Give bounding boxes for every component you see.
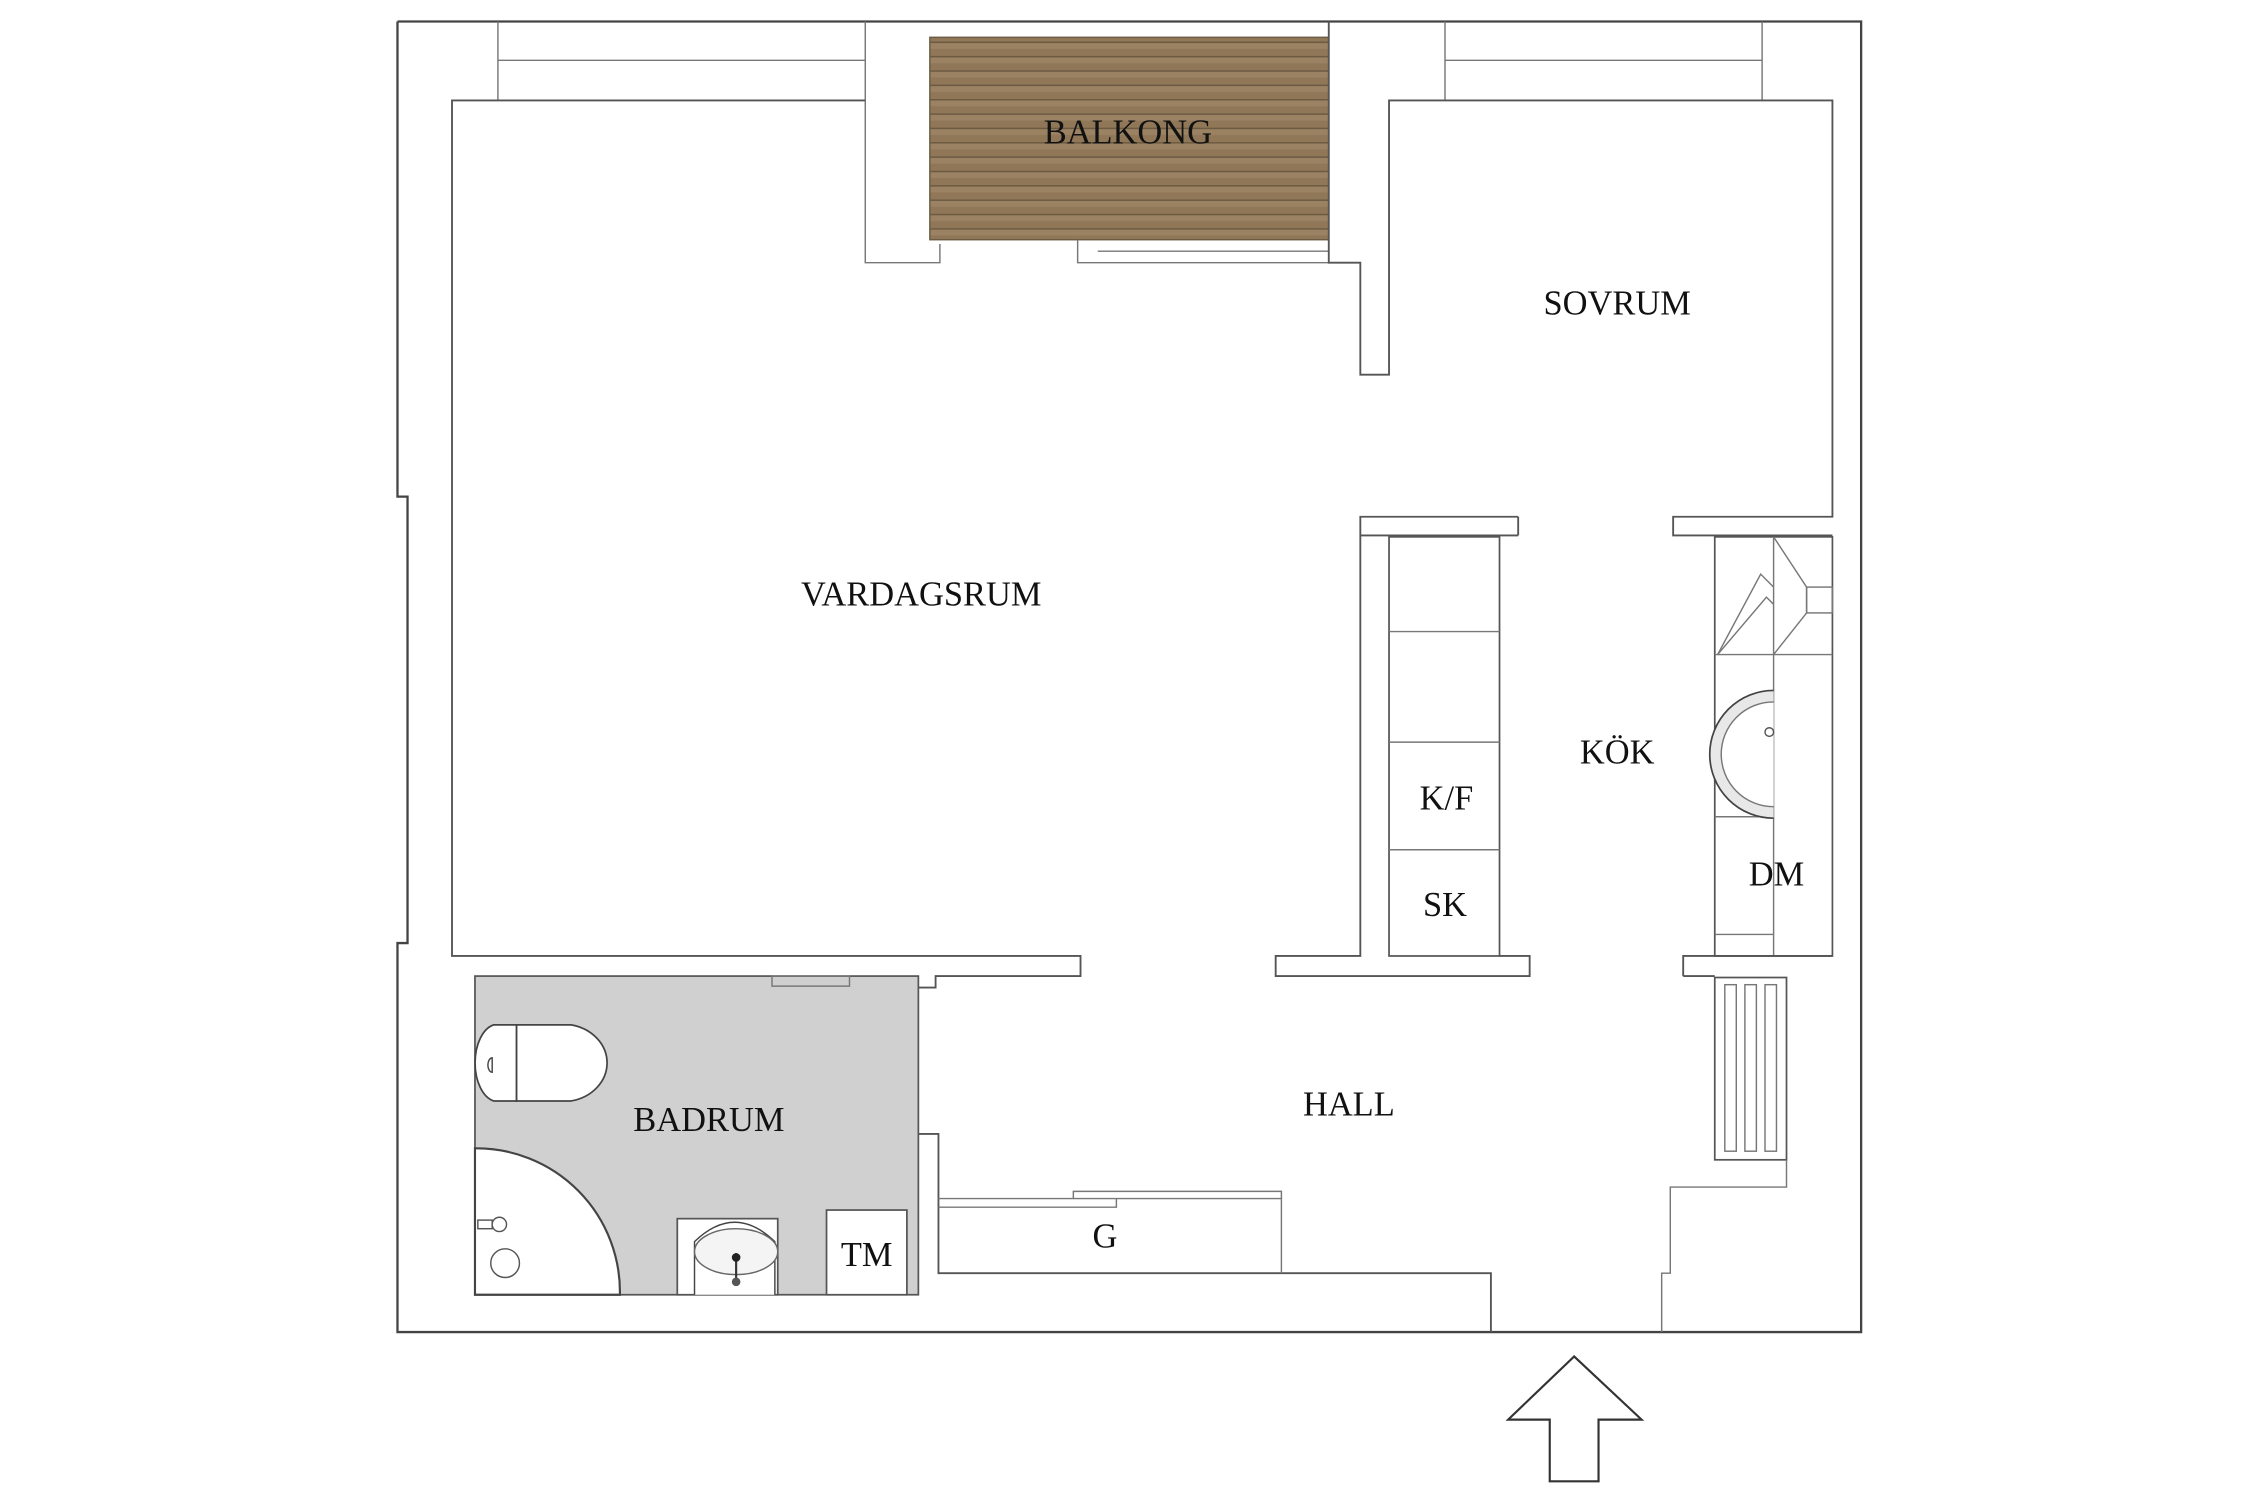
washing-machine: TM [825,1209,908,1296]
dishwasher-label: DM [1749,856,1804,894]
bedroom-walls [1327,21,1834,537]
room-label-sovrum: SOVRUM [1544,284,1691,322]
shower-icon [473,1147,621,1296]
fridge-freezer-label: K/F [1420,780,1474,818]
hall-walls: G [918,1133,1492,1333]
sink-icon [1708,689,1775,820]
room-label-hall: HALL [1303,1085,1395,1123]
entrance-arrow-icon [1505,1354,1645,1483]
room-label-balkong: BALKONG [1044,114,1212,152]
pantry-label: SK [1423,886,1467,924]
wardrobe: G [938,1190,1283,1274]
kitchen-counter-right: DM [1682,535,1834,978]
window-right [1444,21,1763,101]
room-label-vardagsrum: VARDAGSRUM [801,576,1041,614]
stove-hood-icon [1717,536,1834,656]
bathroom: TM BADRUM [473,975,920,1296]
room-label-badrum: BADRUM [633,1101,784,1139]
window-left [497,21,941,264]
washing-machine-label: TM [841,1236,893,1274]
room-label-kok: KÖK [1580,734,1655,772]
washbasin-icon [676,1217,779,1296]
kitchen-cabinets-left: K/F SK [1388,535,1501,957]
toilet-icon [474,1024,608,1102]
wardrobe-label: G [1092,1217,1117,1255]
kitchen-partition [1274,515,1531,978]
living-room-walls [451,99,1082,989]
radiator-icon [1660,976,1788,1333]
exterior-wall [396,20,1863,1334]
balcony: BALKONG [929,21,1330,264]
